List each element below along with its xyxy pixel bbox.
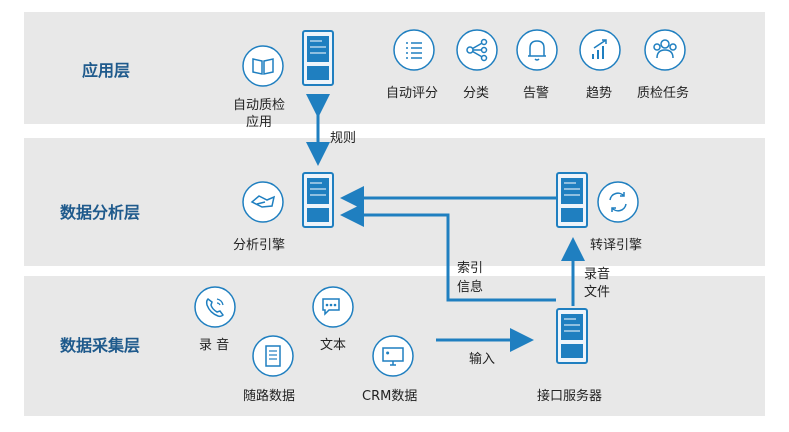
transcribe-engine-label: 转译引擎	[590, 238, 643, 253]
svg-text:●: ●	[386, 350, 390, 355]
index-info-arrow	[340, 203, 556, 302]
qc-app-server-icon	[302, 30, 334, 86]
engine-icon	[241, 180, 285, 224]
application-layer-band	[24, 12, 765, 124]
alarm-label: 告警	[523, 86, 550, 101]
book-icon	[241, 44, 285, 88]
refresh-icon	[596, 180, 640, 224]
audio-file-label-1: 录音	[584, 267, 611, 282]
bar-trend-icon	[578, 28, 622, 72]
classify-label: 分类	[463, 86, 490, 101]
interface-server-icon	[556, 308, 588, 364]
index-label-1: 索引	[457, 261, 484, 276]
rules-label: 规则	[330, 131, 357, 146]
bell-icon	[515, 28, 559, 72]
analysis-layer-band	[24, 138, 765, 266]
list-icon	[392, 28, 436, 72]
input-label: 输入	[469, 352, 496, 367]
audio-label: 录 音	[199, 338, 230, 353]
document-icon	[251, 334, 295, 378]
index-label-2: 信息	[457, 280, 484, 295]
audio-file-label-2: 文件	[584, 285, 611, 300]
phone-icon	[193, 285, 237, 329]
qc-app-label-2: 应用	[246, 115, 273, 130]
text-label: 文本	[320, 338, 347, 353]
chat-icon	[311, 285, 355, 329]
analysis-engine-label: 分析引擎	[233, 238, 286, 253]
users-icon	[643, 28, 687, 72]
analysis-layer-title: 数据分析层	[60, 203, 141, 222]
monitor-icon: ●	[371, 334, 415, 378]
auto-score-label: 自动评分	[386, 86, 439, 101]
random-data-label: 随路数据	[243, 389, 296, 404]
qc-app-label-1: 自动质检	[233, 98, 286, 113]
qc-task-label: 质检任务	[637, 86, 690, 101]
analysis-engine-server-icon	[302, 172, 334, 228]
application-layer-title: 应用层	[82, 61, 131, 80]
trend-label: 趋势	[586, 86, 613, 101]
crm-data-label: CRM数据	[362, 389, 418, 404]
share-icon	[455, 28, 499, 72]
collection-layer-title: 数据采集层	[60, 336, 141, 355]
interface-server-label: 接口服务器	[537, 389, 603, 404]
transcribe-engine-server-icon	[556, 172, 588, 228]
